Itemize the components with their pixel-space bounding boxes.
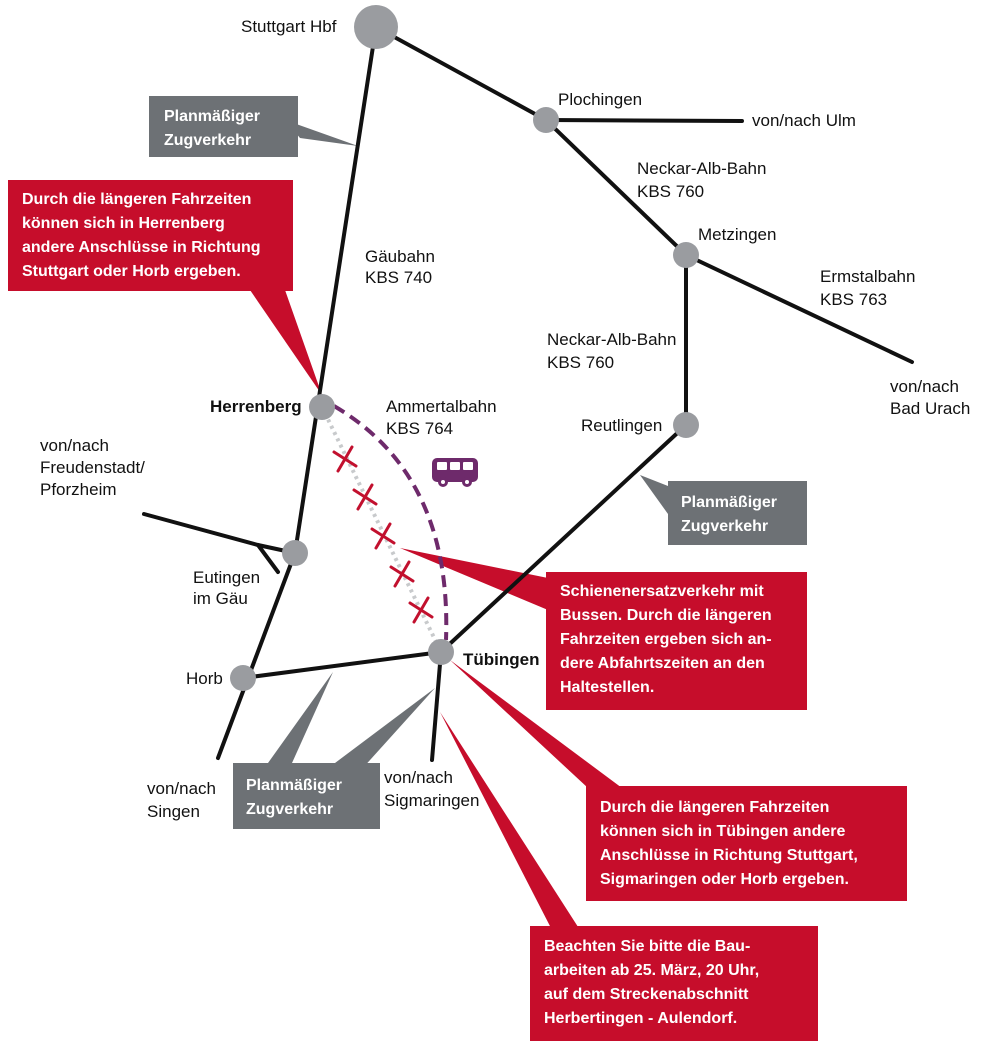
station-label-herrenberg: Herrenberg <box>210 397 302 416</box>
station-label-reutlingen: Reutlingen <box>581 416 662 435</box>
track-curve-eutingen <box>256 543 280 574</box>
dest-label-freudenstadt-2: Freudenstadt/ <box>40 458 145 477</box>
line-label-gaeubahn-kbs: KBS 740 <box>365 268 432 287</box>
dest-label-freudenstadt-3: Pforzheim <box>40 480 117 499</box>
callout-text: Bussen. Durch die längeren <box>560 607 772 624</box>
callout-pointer-regular-bottom-2 <box>335 688 435 780</box>
callout-pointer-regular-right <box>640 475 668 514</box>
callout-text: Stuttgart oder Horb ergeben. <box>22 263 241 280</box>
line-label-neckaralb-top-kbs: KBS 760 <box>637 182 704 201</box>
callout-tuebingen-connections: Durch die längeren Fahrzeiten können sic… <box>586 786 907 901</box>
track-stuttgart-eutingen <box>293 25 378 555</box>
dest-label-ulm: von/nach Ulm <box>752 111 856 130</box>
track-metzingen-bad-urach <box>684 253 914 364</box>
track-plochingen-ulm <box>544 118 744 123</box>
callout-text: Zugverkehr <box>164 132 251 149</box>
station-label-tuebingen: Tübingen <box>463 650 539 669</box>
callout-text: Herbertingen - Aulendorf. <box>544 1010 737 1027</box>
station-metzingen[interactable] <box>673 242 699 268</box>
callout-pointer-construction <box>440 712 580 930</box>
line-label-neckaralb-top: Neckar-Alb-Bahn <box>637 159 766 178</box>
callout-text: Planmäßiger <box>246 777 342 794</box>
closure-mark <box>408 596 434 624</box>
station-label-eutingen-2: im Gäu <box>193 589 248 608</box>
station-label-stuttgart: Stuttgart Hbf <box>241 17 337 36</box>
closure-mark <box>389 560 415 588</box>
callout-text: Planmäßiger <box>164 108 260 125</box>
dest-label-singen-2: Singen <box>147 802 200 821</box>
callout-herrenberg-connections: Durch die längeren Fahrzeiten können sic… <box>8 180 293 291</box>
closure-mark <box>352 483 378 511</box>
line-label-ermstal: Ermstalbahn <box>820 267 915 286</box>
bus-replacement-route <box>332 404 449 641</box>
station-eutingen[interactable] <box>282 540 308 566</box>
station-label-eutingen: Eutingen <box>193 568 260 587</box>
line-label-neckaralb-mid: Neckar-Alb-Bahn <box>547 330 676 349</box>
callout-text: Haltestellen. <box>560 679 654 696</box>
station-plochingen[interactable] <box>533 107 559 133</box>
station-label-plochingen: Plochingen <box>558 90 642 109</box>
callout-text: Schienenersatzverkehr mit <box>560 583 764 600</box>
dest-label-singen: von/nach <box>147 779 216 798</box>
callout-text: Zugverkehr <box>246 801 333 818</box>
station-label-horb: Horb <box>186 669 223 688</box>
station-label-metzingen: Metzingen <box>698 225 776 244</box>
callout-text: Zugverkehr <box>681 518 768 535</box>
callout-text: Anschlüsse in Richtung Stuttgart, <box>600 847 858 864</box>
bus-icon <box>432 458 478 487</box>
closure-mark <box>370 522 396 550</box>
callout-text: können sich in Tübingen andere <box>600 823 845 840</box>
dest-label-bad-urach: von/nach <box>890 377 959 396</box>
callout-text: Beachten Sie bitte die Bau- <box>544 938 750 955</box>
callout-regular-top: Planmäßiger Zugverkehr <box>149 96 298 157</box>
station-stuttgart-hbf[interactable] <box>354 5 398 49</box>
line-label-gaeubahn: Gäubahn <box>365 247 435 266</box>
line-label-ammertal: Ammertalbahn <box>386 397 497 416</box>
station-reutlingen[interactable] <box>673 412 699 438</box>
line-label-neckaralb-mid-kbs: KBS 760 <box>547 353 614 372</box>
station-horb[interactable] <box>230 665 256 691</box>
track-reutlingen-tuebingen <box>439 423 688 654</box>
callout-construction-work: Beachten Sie bitte die Bau- arbeiten ab … <box>530 926 818 1041</box>
callout-text: andere Anschlüsse in Richtung <box>22 239 261 256</box>
callout-text: auf dem Streckenabschnitt <box>544 986 749 1003</box>
callout-text: Durch die längeren Fahrzeiten <box>22 191 251 208</box>
line-label-ermstal-kbs: KBS 763 <box>820 290 887 309</box>
line-label-ammertal-kbs: KBS 764 <box>386 419 453 438</box>
callout-text: können sich in Herrenberg <box>22 215 225 232</box>
callout-text: Planmäßiger <box>681 494 777 511</box>
track-eutingen-singen <box>216 551 297 760</box>
callout-regular-bottom: Planmäßiger Zugverkehr <box>233 763 380 829</box>
callout-pointer-regular-top <box>285 120 358 146</box>
track-freudenstadt-eutingen <box>142 512 297 555</box>
dest-label-sigmaringen-2: Sigmaringen <box>384 791 479 810</box>
closure-mark <box>332 445 358 473</box>
dest-label-bad-urach-2: Bad Urach <box>890 399 970 418</box>
station-herrenberg[interactable] <box>309 394 335 420</box>
track-tuebingen-sigmaringen <box>430 650 443 762</box>
callout-pointer-sev <box>400 548 548 610</box>
callout-text: Sigmaringen oder Horb ergeben. <box>600 871 849 888</box>
callout-text: dere Abfahrtszeiten an den <box>560 655 765 672</box>
callout-pointer-regular-bottom-1 <box>268 672 333 763</box>
dest-label-sigmaringen: von/nach <box>384 768 453 787</box>
callout-text: Durch die längeren Fahrzeiten <box>600 799 829 816</box>
callout-regular-right: Planmäßiger Zugverkehr <box>668 481 807 545</box>
track-stuttgart-plochingen <box>374 25 548 122</box>
callout-text: Fahrzeiten ergeben sich an- <box>560 631 772 648</box>
track-plochingen-metzingen <box>544 118 688 257</box>
closure-marks <box>332 445 434 624</box>
callout-text: arbeiten ab 25. März, 20 Uhr, <box>544 962 759 979</box>
callout-pointer-tuebingen <box>450 660 622 788</box>
callout-pointer-herrenberg <box>250 290 322 395</box>
station-tuebingen[interactable] <box>428 639 454 665</box>
track-horb-tuebingen <box>241 650 443 680</box>
callout-replacement-bus: Schienenersatzverkehr mit Bussen. Durch … <box>546 572 807 710</box>
stations <box>230 5 699 691</box>
dest-label-freudenstadt: von/nach <box>40 436 109 455</box>
